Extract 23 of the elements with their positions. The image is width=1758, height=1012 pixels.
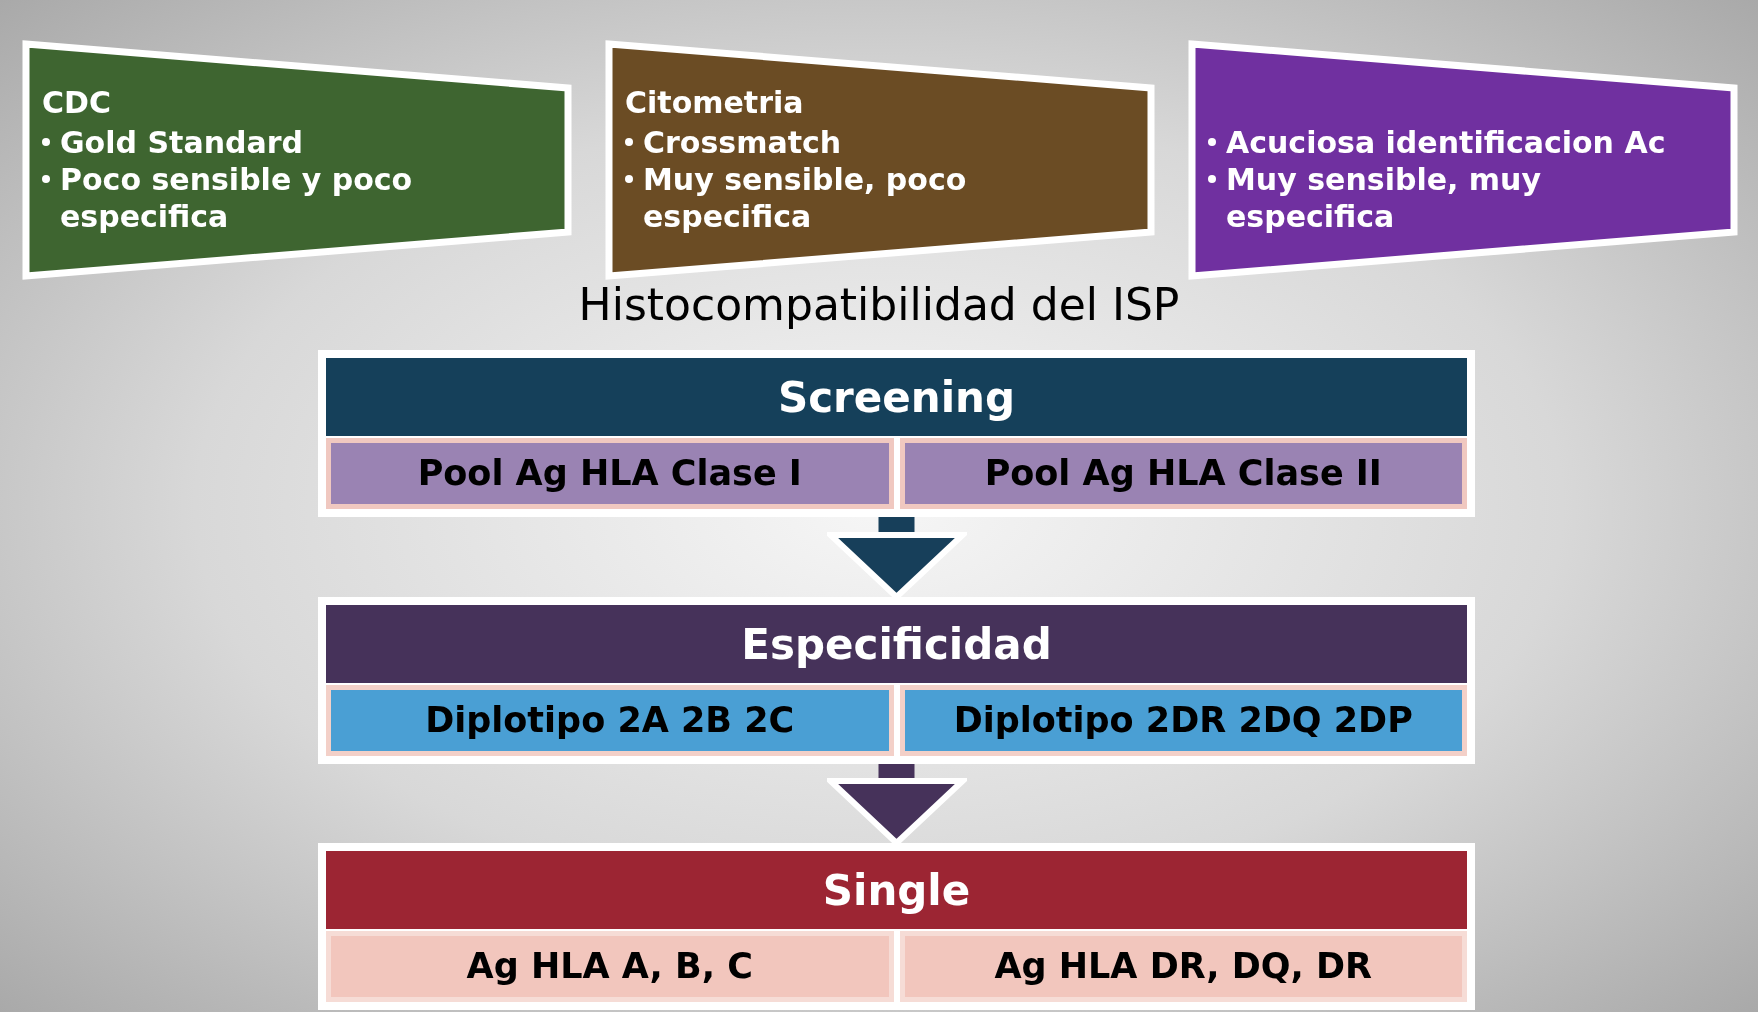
panel-frame bbox=[318, 597, 1475, 764]
grid-cell: Ag HLA A, B, C bbox=[326, 931, 894, 1002]
header-bar: Single bbox=[326, 851, 1467, 929]
bullet-text: Muy sensible, muy especifica bbox=[1226, 161, 1543, 235]
grid-cell: Ag HLA DR, DQ, DR bbox=[899, 931, 1467, 1002]
header-bar: Especificidad bbox=[326, 605, 1467, 683]
grid-cell: Diplotipo 2A 2B 2C bbox=[326, 685, 894, 756]
block-arrow bbox=[827, 764, 966, 846]
grid-cell: Pool Ag HLA Clase I bbox=[326, 438, 894, 509]
bullet-text: Acuciosa identificacion Ac bbox=[1226, 124, 1666, 161]
header-bar: Screening bbox=[326, 358, 1467, 436]
bullet-text: Muy sensible, poco especifica bbox=[643, 161, 968, 235]
banner-heading: Citometria bbox=[625, 85, 804, 120]
diagram-title: Histocompatibilidad del ISP bbox=[578, 278, 1180, 332]
panel-frame bbox=[318, 350, 1475, 517]
bullet-text: Gold Standard bbox=[60, 124, 303, 161]
block-arrow bbox=[827, 517, 966, 600]
grid-cell: Pool Ag HLA Clase II bbox=[899, 438, 1467, 509]
bullet-text: Poco sensible y poco especifica bbox=[60, 161, 414, 235]
banner-heading: CDC bbox=[42, 85, 111, 120]
bullet-text: Crossmatch bbox=[643, 124, 842, 161]
panel-frame bbox=[318, 843, 1475, 1010]
grid-cell: Diplotipo 2DR 2DQ 2DP bbox=[899, 685, 1467, 756]
